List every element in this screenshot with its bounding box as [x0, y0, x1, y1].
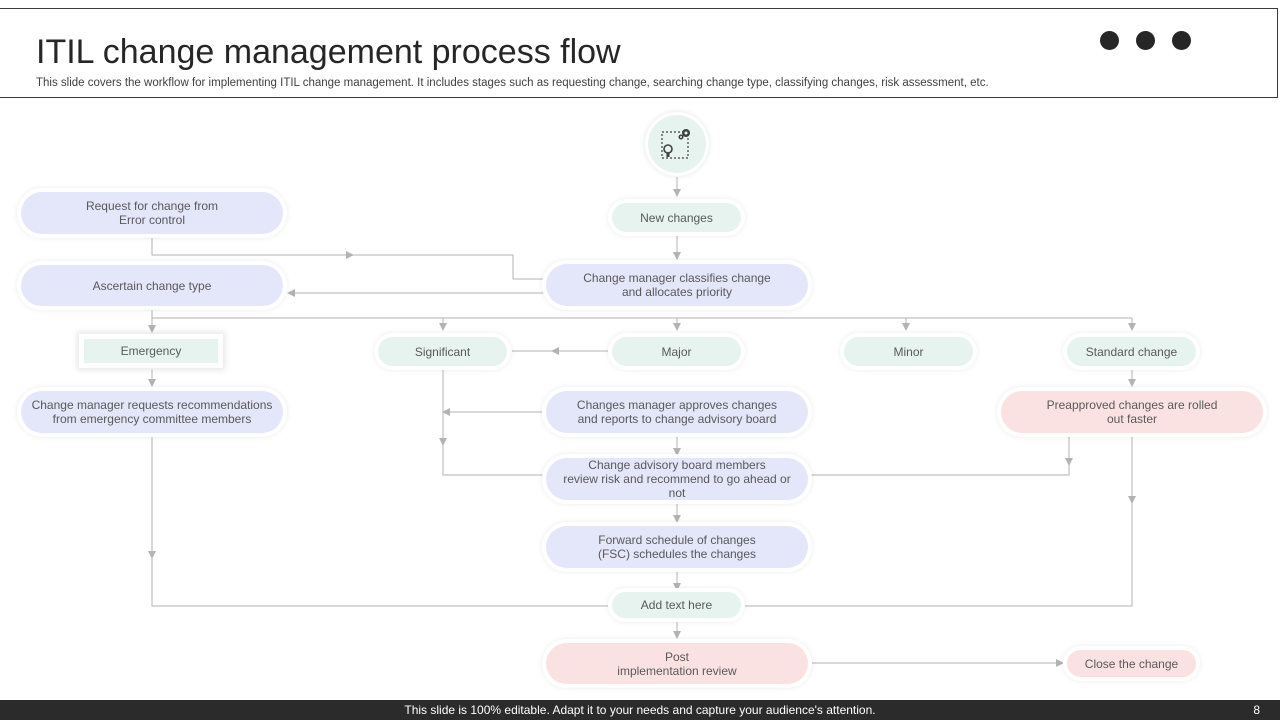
node-emergency-recommendations: Change manager requests recommendations … [21, 391, 283, 433]
connector-recs-addtext [151, 436, 610, 607]
node-cab-review: Change advisory board members review ris… [546, 458, 808, 500]
node-ascertain-type: Ascertain change type [21, 265, 283, 306]
slide-footer: This slide is 100% editable. Adapt it to… [0, 700, 1280, 720]
node-emergency: Emergency [79, 334, 223, 368]
dot-3 [1172, 31, 1191, 50]
node-close-change: Close the change [1067, 650, 1196, 677]
slide-subtitle: This slide covers the workflow for imple… [36, 77, 989, 89]
node-emergency-label: Emergency [84, 339, 218, 363]
idea-gears-icon [648, 115, 706, 173]
node-request-change: Request for change from Error control [21, 192, 283, 234]
footer-text: This slide is 100% editable. Adapt it to… [404, 703, 876, 717]
dot-2 [1136, 31, 1155, 50]
node-major: Major [612, 337, 741, 366]
slide-header: ITIL change management process flow This… [0, 8, 1278, 98]
node-significant: Significant [378, 337, 507, 366]
slide-title: ITIL change management process flow [36, 33, 621, 71]
page-number: 8 [1253, 703, 1260, 717]
connector-request-classify [151, 238, 545, 280]
connector-significant-cab [442, 370, 545, 476]
node-preapproved-changes: Preapproved changes are rolled out faste… [1001, 391, 1263, 433]
flow-connectors [148, 177, 1136, 667]
node-classify-change: Change manager classifies change and all… [546, 264, 808, 306]
node-minor: Minor [844, 337, 973, 366]
node-forward-schedule: Forward schedule of changes (FSC) schedu… [546, 526, 808, 568]
node-approves-changes: Changes manager approves changes and rep… [546, 391, 808, 433]
connector-preapproved-addtext [744, 436, 1133, 607]
node-add-text: Add text here [612, 592, 741, 618]
connector-cab-right [810, 436, 1070, 476]
node-standard-change: Standard change [1067, 337, 1196, 366]
node-new-changes: New changes [612, 203, 741, 232]
node-post-implementation-review: Post implementation review [546, 643, 808, 684]
dot-1 [1100, 31, 1119, 50]
